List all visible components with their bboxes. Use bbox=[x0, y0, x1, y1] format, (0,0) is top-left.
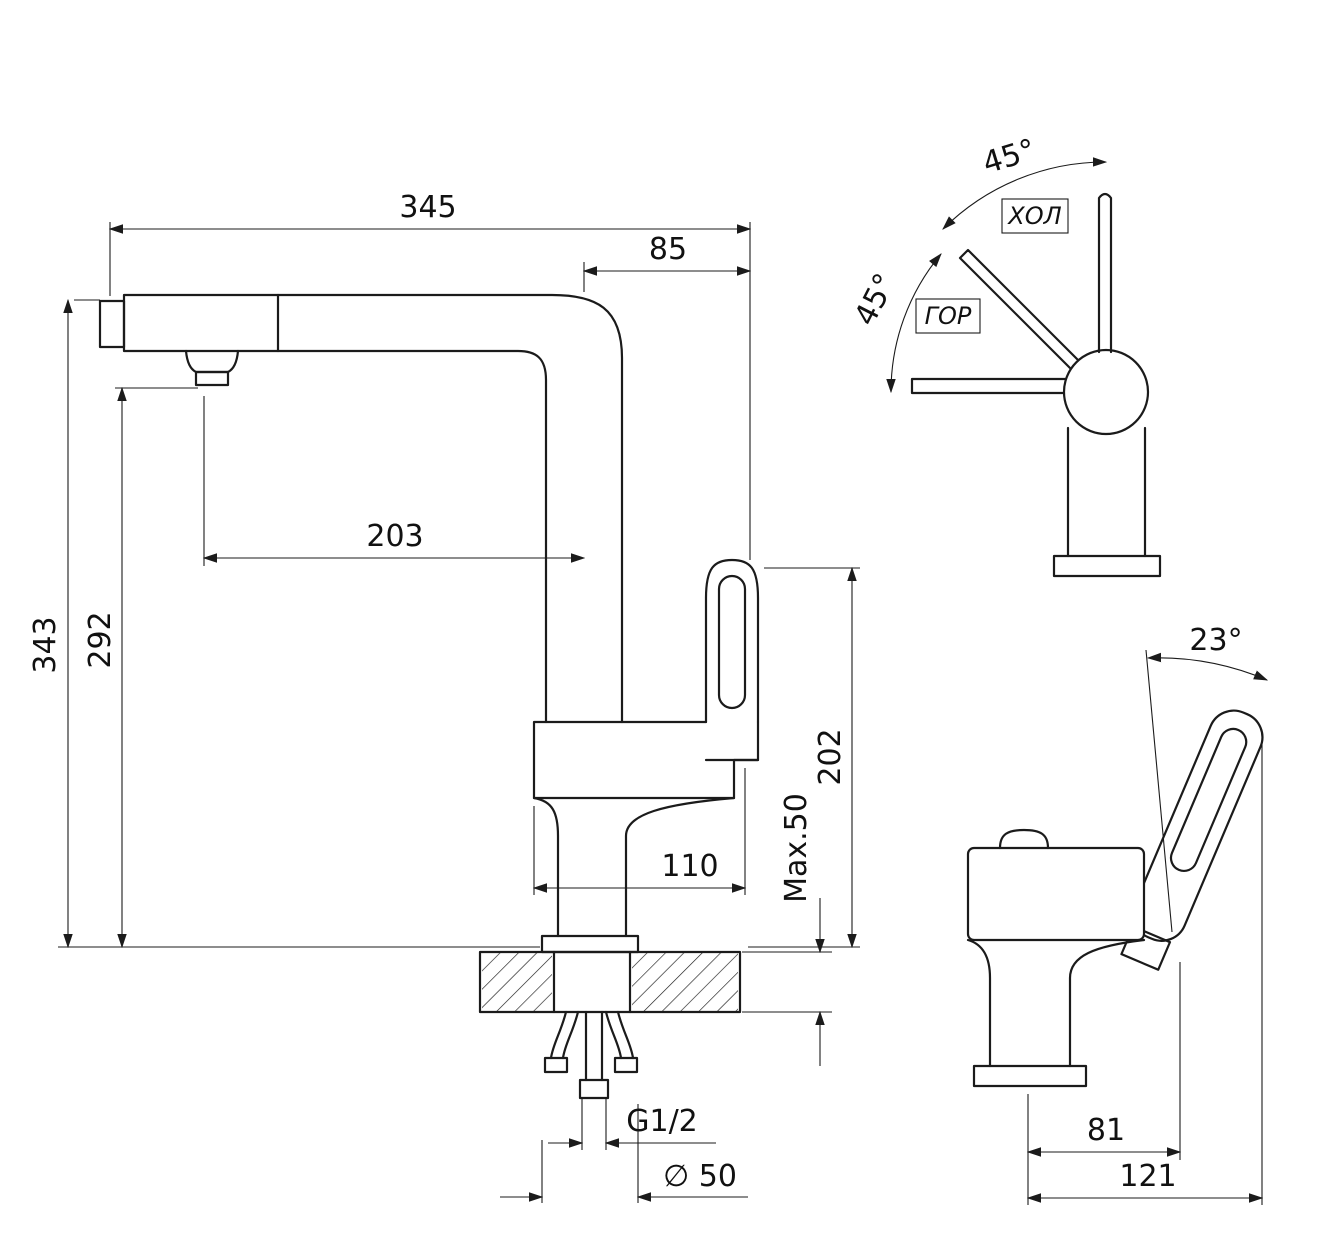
aerator bbox=[184, 349, 240, 374]
dim-handle-height: 202 bbox=[813, 728, 848, 785]
hose-left-fitting bbox=[543, 1056, 569, 1074]
stud-nut bbox=[578, 1078, 610, 1100]
handle-tilt-view: 23° 81 121 bbox=[966, 619, 1269, 1205]
handle-horizontal-position bbox=[910, 377, 1070, 395]
dim-spout-height: 292 bbox=[83, 611, 118, 668]
handle-vertical-position bbox=[1097, 192, 1113, 354]
dim-thread: G1/2 bbox=[626, 1104, 698, 1139]
handle-slot bbox=[717, 574, 747, 710]
tilt-base-flange bbox=[972, 1064, 1088, 1088]
spout-end-cap bbox=[98, 299, 126, 349]
tilt-reference-line bbox=[1145, 649, 1173, 933]
handle-rotation-view: 45° 45° ХОЛ ГОР bbox=[843, 128, 1162, 578]
cold-label-box bbox=[1001, 198, 1069, 234]
dim-spout-reach: 203 bbox=[366, 519, 423, 554]
rotation-body-cylinder bbox=[1066, 426, 1147, 558]
tilt-body-taper bbox=[966, 938, 1146, 1068]
front-view-dimensions: 345 85 203 343 292 202 bbox=[28, 190, 860, 1203]
countertop-hatch-left bbox=[482, 953, 552, 1011]
tilt-handle-slot bbox=[1169, 727, 1248, 873]
dim-base-diameter: ∅ 50 bbox=[663, 1159, 737, 1194]
dim-total-length: 345 bbox=[399, 190, 456, 225]
handle-45-position bbox=[958, 248, 1080, 370]
hot-label: ГОР bbox=[925, 302, 972, 330]
angle-45-side: 45° bbox=[848, 268, 903, 331]
dim-spout-section: 85 bbox=[649, 232, 687, 267]
dim-body-width: 110 bbox=[661, 849, 718, 884]
body-taper bbox=[532, 796, 736, 938]
hot-label-box bbox=[915, 298, 981, 334]
hose-left bbox=[549, 1010, 580, 1060]
dim-handle-reach: 121 bbox=[1119, 1159, 1176, 1194]
arc-45-side bbox=[886, 253, 942, 394]
supply-connections bbox=[543, 1010, 639, 1100]
handle-pivot-joint bbox=[1062, 348, 1150, 436]
dim-handle-offset: 81 bbox=[1087, 1113, 1125, 1148]
tilt-view-body bbox=[966, 846, 1146, 942]
spout-arm bbox=[122, 293, 624, 724]
hose-right-fitting bbox=[613, 1056, 639, 1074]
rotation-base-flange bbox=[1052, 554, 1162, 578]
dim-mount-max: Max.50 bbox=[779, 793, 814, 903]
front-view: 345 85 203 343 292 202 bbox=[28, 190, 860, 1203]
dim-total-height: 343 bbox=[28, 616, 63, 673]
handle-lever bbox=[704, 558, 760, 724]
angle-23: 23° bbox=[1189, 623, 1242, 658]
arc-45-top bbox=[942, 157, 1108, 230]
countertop-hatch-right bbox=[632, 953, 738, 1011]
tilt-handle-lever bbox=[1131, 709, 1264, 942]
arc-23 bbox=[1146, 652, 1269, 681]
aerator-nozzle bbox=[194, 370, 230, 387]
faucet-outline bbox=[98, 293, 760, 954]
countertop-outline bbox=[478, 950, 742, 1014]
base-flange bbox=[540, 934, 640, 954]
mounting-stud bbox=[584, 1010, 604, 1082]
cold-label: ХОЛ bbox=[1006, 202, 1061, 230]
body-dome bbox=[998, 828, 1050, 850]
countertop bbox=[478, 950, 742, 1014]
hose-right bbox=[604, 1010, 635, 1060]
